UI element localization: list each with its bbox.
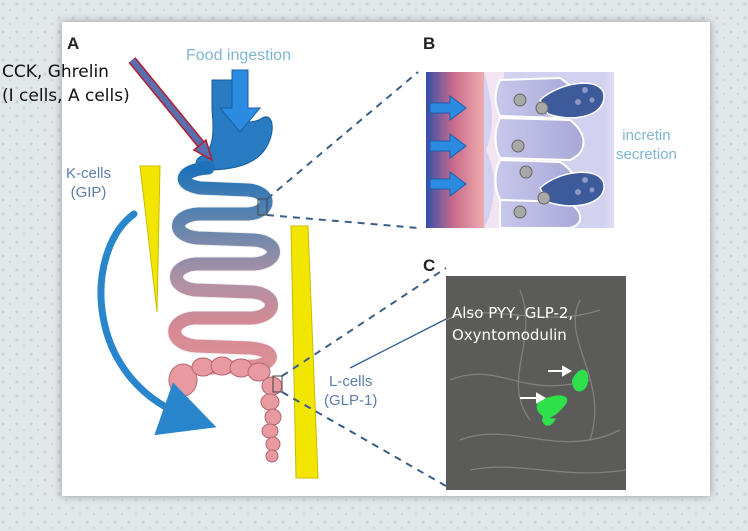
k-cells-line-1: K-cells [66, 165, 112, 182]
also-hormones-label: Also PYY, GLP-2, Oxyntomodulin [452, 302, 573, 346]
cck-ghrelin-line-1: CCK, Ghrelin [2, 62, 109, 82]
k-cells-gradient-wedge [139, 165, 161, 313]
k-cells-line-2: (GIP) [70, 184, 107, 201]
c-callout-line [349, 315, 453, 369]
l-cells-label: L-cells (GLP-1) [324, 372, 377, 410]
transit-curved-arrow [97, 210, 217, 436]
connector-lines [266, 71, 447, 487]
panel-label-b: B [423, 34, 436, 53]
k-cells-label: K-cells (GIP) [66, 164, 111, 202]
sample-box-distal [272, 375, 283, 393]
incretin-line-1: incretin [622, 127, 671, 144]
food-ingestion-arrow [218, 69, 262, 133]
epithelium-illustration [426, 72, 644, 229]
l-cells-line-2: (GLP-1) [324, 392, 378, 409]
l-cells-line-1: L-cells [328, 373, 373, 390]
colon [168, 356, 283, 463]
cck-callout-arrow [128, 57, 214, 162]
l-cells-gradient-wedge [290, 225, 319, 479]
panel-label-c: C [423, 256, 436, 275]
also-line-2: Oxyntomodulin [452, 326, 567, 344]
cck-ghrelin-label: CCK, Ghrelin (I cells, A cells) [2, 60, 130, 108]
food-ingestion-label: Food ingestion [186, 47, 291, 64]
sample-box-proximal [257, 198, 268, 216]
cck-ghrelin-line-2: (I cells, A cells) [2, 86, 130, 106]
micrograph [445, 276, 627, 490]
also-line-1: Also PYY, GLP-2, [452, 304, 574, 322]
incretin-secretion-label: incretin secretion [616, 126, 677, 164]
incretin-line-2: secretion [616, 146, 677, 163]
panel-label-a: A [67, 34, 80, 53]
